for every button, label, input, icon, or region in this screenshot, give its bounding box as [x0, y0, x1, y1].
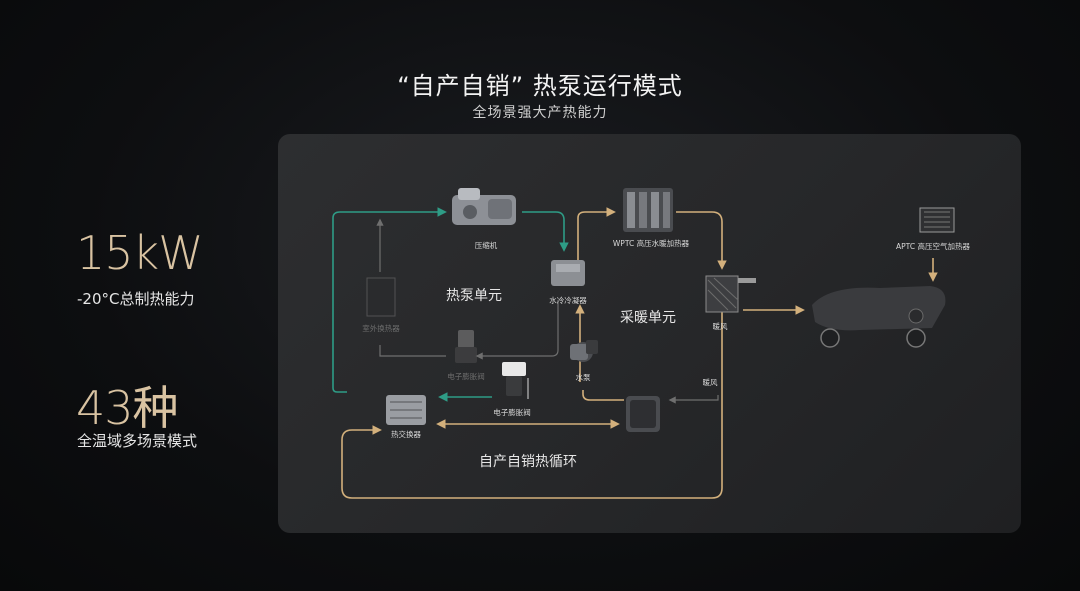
warm-air-core-icon [705, 275, 756, 313]
wptc-label: WPTC 高压水暖加热器 [613, 238, 690, 248]
heating-unit-label: 采暖单元 [620, 310, 676, 326]
evx-label: 电子膨胀阀 [493, 407, 531, 417]
water-pump-label: 水泵 [576, 372, 591, 382]
wptc-heater-icon [623, 188, 673, 232]
outdoor-exchanger-label: 室外换热器 [362, 323, 400, 333]
condenser-to-wptc-arrow [577, 207, 616, 262]
core-return-arrow [668, 395, 719, 404]
big-cycle-arrow [341, 310, 723, 499]
outdoor-exchanger-icon [366, 277, 396, 317]
page-title: “自产自销” 热泵运行模式 [397, 72, 683, 100]
inactive-loop [376, 218, 559, 360]
compressor-icon [452, 188, 516, 225]
cabin-duct-icon [812, 286, 946, 348]
condenser-label: 水冷冷凝器 [549, 295, 587, 305]
evx-dim-label: 电子膨胀阀 [447, 371, 485, 381]
water-pump-icon [570, 340, 598, 362]
warm-air-core-label: 暖风 [713, 322, 728, 331]
wptc-to-core-arrow [676, 211, 727, 270]
stat-power-value: 15kW [76, 226, 204, 280]
compressor-inlet-arrow [332, 207, 447, 393]
heat-exchanger-label: 热交换器 [391, 429, 421, 439]
heat-pump-unit-label: 热泵单元 [446, 288, 502, 304]
aptc-label: APTC 高压空气加热器 [896, 241, 970, 251]
evx-dim-icon [455, 330, 477, 363]
water-cooled-condenser-icon [551, 260, 585, 286]
evx-icon [502, 362, 526, 396]
stat-modes-value: 43种 [76, 381, 179, 435]
warm-air-pipe-label: 暖风 [703, 378, 718, 387]
tank-to-pump-arrow [582, 390, 624, 401]
compressor-label: 压缩机 [475, 240, 498, 250]
aptc-heater-icon [919, 207, 955, 233]
stat-power-label: -20°C总制热能力 [77, 290, 195, 308]
page-subtitle: 全场景强大产热能力 [472, 105, 608, 121]
refrigerant-loop [332, 207, 569, 402]
compressor-outlet-arrow [522, 211, 569, 252]
water-loop [341, 207, 938, 499]
cycle-label: 自产自销热循环 [479, 454, 577, 470]
coolant-tank-icon [626, 396, 660, 432]
heat-exchanger-icon [386, 395, 426, 425]
stat-modes-label: 全温域多场景模式 [77, 432, 198, 450]
